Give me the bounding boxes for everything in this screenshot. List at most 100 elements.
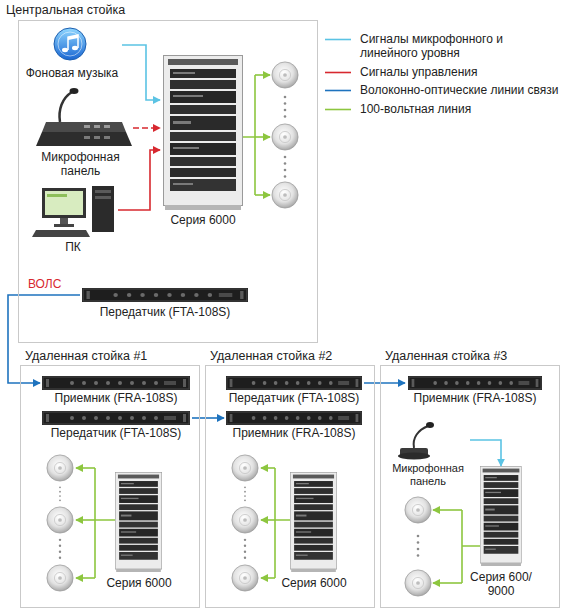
ellipsis-dots: [59, 539, 61, 559]
music-icon-ring: [58, 32, 82, 56]
keyboard: [32, 230, 90, 237]
monitor-base: [54, 224, 74, 227]
legend-line-sample: [325, 71, 351, 73]
speaker-bus: [275, 468, 290, 578]
screen-detail: [47, 194, 67, 197]
rack-device: [226, 376, 362, 390]
device-box: Передатчик (FTA-108S): [80, 286, 250, 319]
microphone-panel: [36, 88, 132, 146]
legend-text: 100-вольтная линия: [360, 102, 471, 116]
device-label: ПК: [28, 240, 118, 254]
device-box: ПК: [28, 183, 118, 254]
mic-foot: [398, 453, 430, 460]
panel-button: [104, 125, 110, 128]
monitor: [42, 188, 86, 218]
device-label: Передатчик (FTA-108S): [224, 391, 364, 405]
rack-group: Удаленная стойка #3Приемник (FRA-108S)Ми…: [380, 365, 560, 608]
device-box: Приемник (FRA-108S): [224, 410, 364, 440]
speaker-feed: [255, 136, 270, 138]
ceiling-speaker: [405, 497, 431, 523]
rack-device: [226, 411, 362, 425]
group-title: Удаленная стойка #3: [385, 349, 507, 364]
signal-line: [133, 127, 160, 129]
panel-top: [42, 122, 126, 132]
rack-device: [42, 376, 190, 390]
ceiling-speaker: [232, 507, 258, 533]
legend-text: Волоконно-оптические линии связи: [360, 83, 558, 97]
legend-line: [324, 102, 354, 116]
rack-device: [82, 288, 248, 302]
device-box: Серия 600/ 9000: [466, 466, 536, 599]
speaker-line-100v: [261, 468, 290, 578]
device-box: Серия 6000: [160, 55, 246, 227]
speaker-bus: [243, 75, 255, 195]
panel-front: [36, 132, 132, 146]
ellipsis-dots: [244, 486, 246, 501]
ellipsis-dots: [244, 539, 246, 559]
speaker-feed: [76, 519, 95, 521]
ellipsis-dots: [59, 486, 61, 501]
ceiling-speaker: [47, 565, 73, 591]
mic-head: [70, 88, 79, 94]
legend-text: Сигналы управления: [360, 65, 477, 79]
legend-line-sample: [325, 90, 351, 92]
device-box: Передатчик (FTA-108S): [40, 410, 192, 440]
desk-microphone: [398, 422, 434, 460]
signal-line: [364, 382, 405, 384]
rack-device: [408, 376, 542, 390]
rack-group: Центральная стойкаФоновая музыкаМикрофон…: [18, 20, 318, 343]
signal-line: [118, 150, 160, 210]
legend-row: 100-вольтная линия: [324, 102, 560, 116]
signal-line: [470, 440, 501, 466]
device-box: Фоновая музыка: [22, 26, 122, 80]
speaker-feed: [255, 194, 270, 196]
panel-button: [84, 125, 90, 128]
ellipsis-dots: [417, 535, 420, 557]
device-box: Серия 6000: [103, 472, 175, 590]
tower-detail: [95, 196, 111, 199]
device-label: Приемник (FRA-108S): [40, 391, 192, 405]
speaker-feed: [76, 467, 95, 469]
device-label: Передатчик (FTA-108S): [80, 305, 250, 319]
signal-line: [122, 45, 160, 100]
ceiling-speaker: [272, 182, 298, 208]
ceiling-speaker: [272, 62, 298, 88]
legend-row: Сигналы управления: [324, 65, 560, 79]
music-note-beam: [68, 35, 78, 40]
device-label: Приемник (FRA-108S): [405, 391, 545, 405]
rack-cabinet: [480, 466, 521, 566]
speaker-feed: [433, 509, 462, 511]
device-box: Передатчик (FTA-108S): [224, 375, 364, 405]
monitor-stand: [60, 218, 68, 224]
music-note: [72, 46, 78, 50]
speaker-feed: [76, 577, 95, 579]
group-title: Удаленная стойка #1: [25, 349, 147, 364]
ceiling-speaker: [232, 455, 258, 481]
device-label: Серия 6000: [278, 576, 350, 590]
device-box: Серия 6000: [278, 472, 350, 590]
speaker-bus: [95, 468, 115, 578]
rack-cabinet: [290, 472, 336, 572]
device-box: Микрофонная панель: [386, 420, 470, 488]
ceiling-speaker: [272, 124, 298, 150]
speaker-feed: [261, 519, 275, 521]
panel-button: [104, 136, 110, 139]
device-box: Приемник (FRA-108S): [40, 375, 192, 405]
ceiling-speaker: [232, 565, 258, 591]
monitor-screen: [45, 191, 83, 215]
device-label: Серия 6000: [160, 213, 246, 227]
ceiling-speaker: [47, 455, 73, 481]
ellipsis-dots: [284, 156, 287, 178]
ellipsis-dots: [284, 96, 287, 118]
gooseneck: [414, 426, 428, 448]
legend-line-sample: [325, 108, 351, 110]
music-icon-disc: [54, 28, 86, 60]
panel-button: [84, 136, 90, 139]
device-label: Микрофонная панель: [28, 150, 133, 179]
line-label: ВОЛС: [26, 277, 63, 291]
legend-line: [324, 83, 354, 97]
music-note: [62, 48, 68, 52]
legend-line-sample: [325, 39, 351, 41]
music-note-stem: [68, 35, 78, 50]
mic-head: [426, 422, 434, 428]
